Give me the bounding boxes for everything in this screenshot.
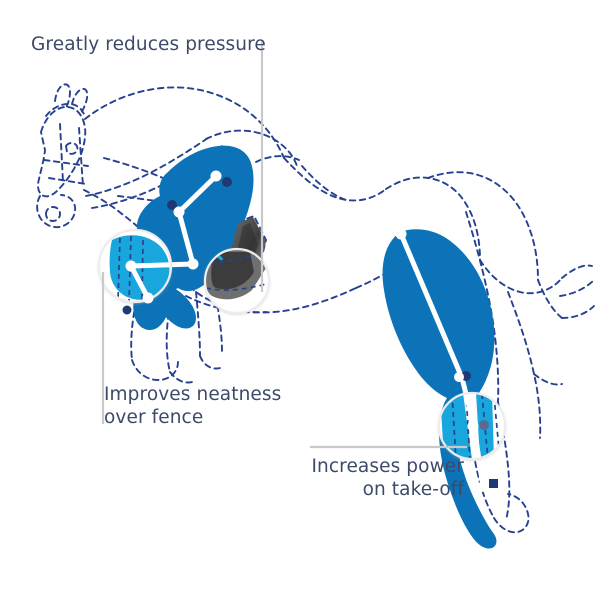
forefoot-tip-shape bbox=[162, 295, 192, 328]
elbow-navy-marker bbox=[167, 200, 177, 210]
hoof-navy-marker bbox=[122, 305, 132, 315]
fetlock-white-marker bbox=[142, 292, 154, 304]
elbow-white-marker bbox=[173, 206, 185, 218]
annotation-power-line-1: Increases power bbox=[311, 456, 464, 477]
joint-markers bbox=[122, 170, 498, 492]
lens-rider-leg[interactable] bbox=[203, 247, 271, 315]
annotation-greatly-reduces-pressure: Greatly reduces pressure bbox=[31, 34, 266, 55]
horse-dashed-outline bbox=[36, 83, 595, 534]
withers-navy-marker bbox=[222, 177, 232, 187]
stifle-white-marker bbox=[395, 228, 407, 240]
leader-lines bbox=[101, 40, 467, 449]
hind-hoof-navy-marker bbox=[489, 479, 498, 488]
fetlock2-white-marker bbox=[467, 420, 479, 432]
hind-hoof-white-marker bbox=[477, 482, 487, 492]
hindquarter-muscle-shape bbox=[382, 229, 497, 549]
annotation-power-line-2: on take-off bbox=[362, 479, 464, 500]
shoulder-white-marker bbox=[125, 260, 137, 272]
knee-white-marker bbox=[187, 258, 199, 270]
annotation-neatness-line-2: over fence bbox=[104, 407, 204, 428]
withers-white-marker bbox=[210, 170, 222, 182]
fetlock2-navy-marker bbox=[479, 420, 489, 430]
annotation-neatness-line-1: Improves neatness bbox=[104, 384, 282, 405]
hock-white-marker bbox=[454, 372, 464, 382]
